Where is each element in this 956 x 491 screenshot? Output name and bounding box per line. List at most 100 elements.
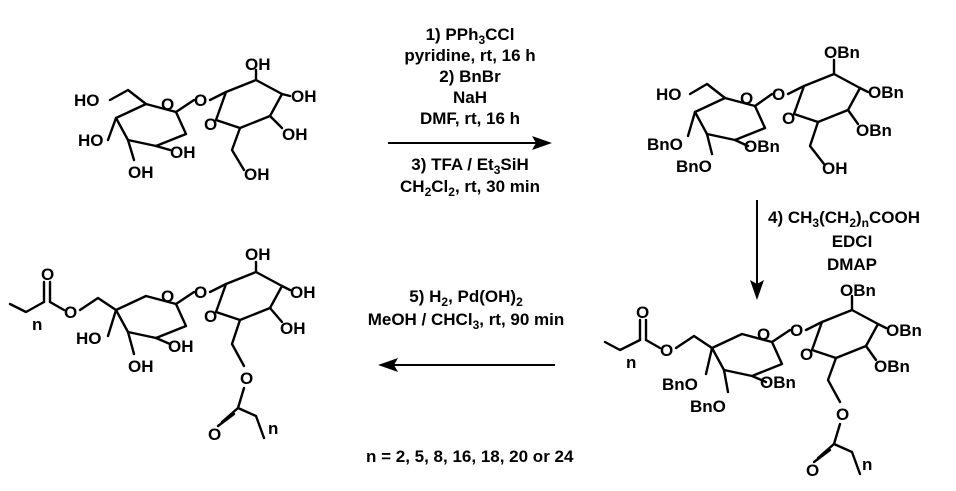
obn-bond (733, 138, 750, 148)
oh-bond (154, 144, 172, 152)
atom-obn: OBn (840, 281, 876, 300)
step-5-conditions: 5) H2, Pd(OH)2 MeOH / CHCl3, rt, 90 min (368, 287, 565, 372)
atom-ring-o: O (800, 345, 813, 364)
ester-bond (644, 338, 662, 350)
oh-bond (268, 306, 284, 324)
ch2-bond (230, 126, 246, 172)
glycosidic-bond (208, 282, 228, 294)
arrowhead-1 (532, 136, 552, 150)
obn-bond (722, 368, 730, 394)
atom-ring-o: O (740, 89, 753, 108)
atom-glycosidic-o: O (194, 283, 207, 302)
atom-ester-o: O (836, 405, 849, 424)
atom-oh: OH (280, 319, 306, 338)
acyl-chain-bond (236, 406, 266, 440)
ester-bond (832, 422, 842, 446)
arrowhead-3 (378, 358, 398, 372)
atom-obn: OBn (744, 137, 780, 156)
atom-ring-o: O (161, 287, 174, 306)
atom-glycosidic-o: O (772, 85, 785, 104)
ring-bond (214, 270, 284, 322)
step1-line2: pyridine, rt, 16 h (404, 46, 535, 65)
atom-ring-o: O (204, 115, 217, 134)
oh-bond (126, 330, 136, 356)
ester-bond (48, 300, 66, 312)
atom-oh: OH (128, 163, 154, 182)
atom-carbonyl-o: O (208, 425, 221, 444)
step1-line7: CH2Cl2, rt, 30 min (400, 177, 540, 199)
obn-bond (704, 346, 714, 376)
ch2-bond (108, 88, 148, 106)
oh-bond (154, 336, 172, 346)
obn-bond (876, 322, 888, 330)
ring-bond (710, 332, 784, 378)
step-4-conditions: 4) CH3(CH2)nCOOH EDCI DMAP (750, 200, 920, 300)
atom-glycosidic-o: O (194, 91, 207, 110)
step5-line2: MeOH / CHCl3, rt, 90 min (368, 310, 565, 332)
obn-bond (864, 344, 878, 362)
glycosidic-bond (804, 320, 824, 332)
glycosidic-bond (174, 290, 196, 306)
atom-oh: OH (128, 357, 154, 376)
ring-bond (114, 102, 188, 148)
ch2-bond (826, 356, 842, 404)
obn-bond (686, 110, 697, 138)
atom-ester-o: O (660, 341, 673, 360)
obn-bond (750, 374, 768, 384)
oh-bond (280, 92, 292, 98)
oh-bond (280, 284, 292, 292)
oh-bond (106, 116, 118, 142)
step1-line5: DMF, rt, 16 h (420, 109, 520, 128)
ch2-bond (688, 82, 727, 100)
molecule-trehalose: O HO HO OH OH O O OH OH OH OH (74, 55, 317, 184)
molecule-tetrabenzyl-trehalose: O HO BnO BnO OBn O O OBn OBn OBn OH (647, 43, 904, 178)
atom-obn: OBn (868, 83, 904, 102)
atom-oh: OH (245, 55, 271, 74)
step4-line3: DMAP (827, 255, 877, 274)
carbonyl-bond (812, 448, 832, 464)
atom-bno: BnO (690, 397, 726, 416)
glycosidic-bond (770, 328, 792, 344)
atom-carbonyl-o: O (41, 265, 54, 284)
atom-oh: OH (282, 125, 308, 144)
atom-ring-o: O (782, 109, 795, 128)
atom-bno: BnO (662, 375, 698, 394)
step4-line1: 4) CH3(CH2)nCOOH (768, 208, 920, 230)
atom-ring-o: O (204, 307, 217, 326)
atom-ho: HO (656, 85, 682, 104)
step1-line6: 3) TFA / Et3SiH (411, 155, 529, 177)
ch2-bond (230, 318, 246, 368)
atom-carbonyl-o: O (806, 461, 819, 480)
atom-ho: HO (78, 131, 104, 150)
step4-line2: EDCI (832, 232, 873, 251)
molecule-diester-tetrabenzyl: O n O O BnO BnO OBn O O OBn OBn OBn O O … (603, 281, 922, 480)
obn-bond (705, 132, 714, 156)
glycosidic-bond (753, 92, 774, 108)
ring-bond (114, 294, 188, 340)
atom-n-label: n (626, 353, 636, 372)
acyl-chain-bond (832, 442, 862, 476)
atom-ring-o: O (757, 325, 770, 344)
step-1-3-conditions: 1) PPh3CCl pyridine, rt, 16 h 2) BnBr Na… (388, 25, 552, 199)
atom-obn: OBn (824, 43, 860, 62)
step1-line1: 1) PPh3CCl (426, 25, 515, 47)
atom-oh: OH (244, 165, 270, 184)
atom-n-label: n (32, 315, 42, 334)
atom-oh: OH (290, 283, 316, 302)
atom-ester-o: O (64, 303, 77, 322)
atom-oh: OH (168, 337, 194, 356)
atom-ho: HO (74, 91, 100, 110)
n-values-label: n = 2, 5, 8, 16, 18, 20 or 24 (366, 447, 574, 466)
atom-ester-o: O (240, 369, 253, 388)
obn-bond (858, 86, 870, 94)
obn-bond (846, 108, 860, 126)
ch2-bond (808, 120, 826, 166)
oh-bond (106, 308, 118, 338)
atom-n-label: n (268, 419, 278, 438)
oh-bond (126, 138, 136, 162)
atom-ring-o: O (161, 95, 174, 114)
atom-n-label: n (862, 455, 872, 474)
ring-bond (214, 78, 284, 130)
atom-oh: OH (822, 159, 848, 178)
